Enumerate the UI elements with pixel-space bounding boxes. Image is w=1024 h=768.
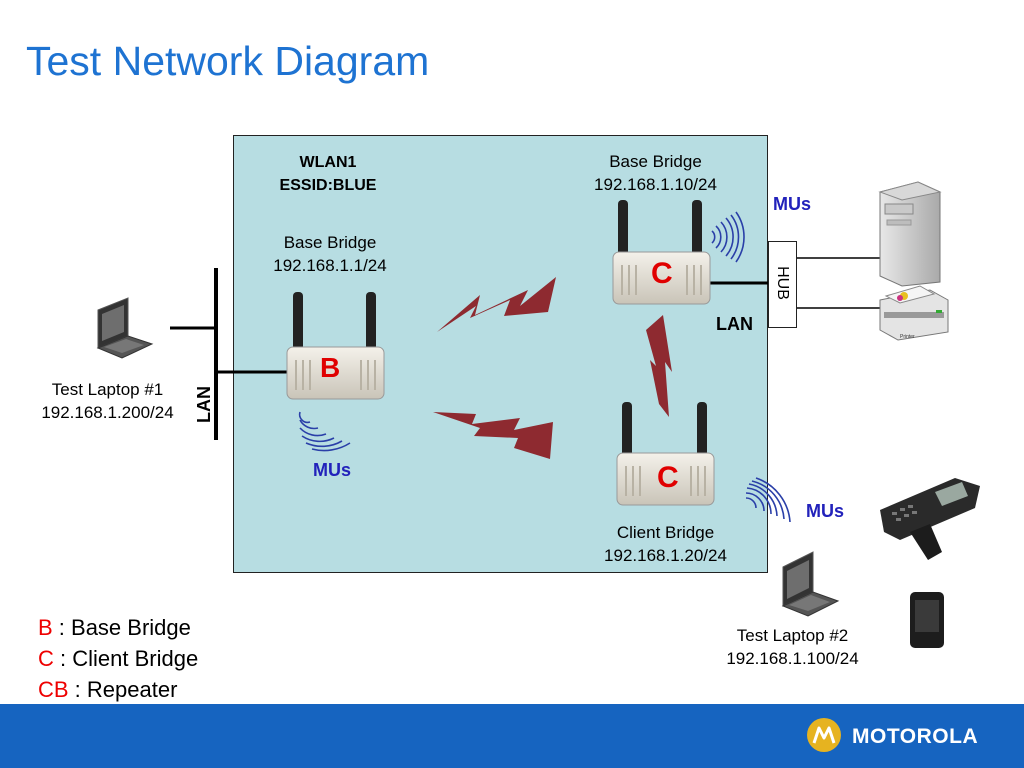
lan-label-vertical: LAN: [194, 386, 214, 423]
bridge-ip: 192.168.1.1/24: [273, 256, 387, 275]
server-icon: [878, 181, 942, 287]
bridge-ip: 192.168.1.10/24: [594, 175, 717, 194]
wireless-link-bolt: [433, 277, 672, 459]
hub-label: HUB: [774, 266, 791, 300]
wlan-name: WLAN1: [299, 154, 357, 171]
legend-text: : Base Bridge: [52, 615, 191, 640]
motorola-logo-icon: [807, 718, 841, 752]
lan-label: LAN: [716, 314, 753, 334]
legend-key: CB: [38, 677, 69, 702]
base-bridge-right-label: Base Bridge 192.168.1.10/24: [578, 150, 733, 196]
base-bridge-c-device: [612, 200, 711, 305]
radio-wave-icon: [298, 411, 351, 452]
mus-label: MUs: [806, 501, 845, 521]
laptop-2-label: Test Laptop #2 192.168.1.100/24: [705, 624, 880, 670]
page-title: Test Network Diagram: [26, 38, 430, 84]
pda-icon: [910, 592, 944, 648]
bridge-ip: 192.168.1.20/24: [604, 546, 727, 565]
legend-item-repeater: CB : Repeater: [38, 674, 198, 705]
brand-name: MOTOROLA: [852, 725, 979, 748]
wlan-essid: ESSID:BLUE: [279, 177, 377, 194]
bridge-name: Client Bridge: [616, 523, 715, 542]
mus-label: MUs: [313, 460, 352, 480]
legend-key: B: [38, 615, 53, 640]
client-bridge-label: Client Bridge 192.168.1.20/24: [588, 521, 743, 567]
footer-bar: [0, 704, 1024, 768]
mus-label: MUs: [773, 194, 812, 214]
legend-text: : Repeater: [68, 677, 178, 702]
lan-link-right: [708, 257, 882, 309]
lan-bus-left: [170, 268, 288, 440]
laptop-ip: 192.168.1.200/24: [41, 403, 174, 422]
client-bridge-c-letter: C: [657, 461, 679, 494]
radio-wave-icon: [745, 477, 791, 523]
wlan-label: WLAN1 ESSID:BLUE: [258, 151, 398, 197]
hub-box: HUB: [768, 241, 797, 328]
laptop-name: Test Laptop #2: [736, 626, 849, 645]
base-bridge-left-label: Base Bridge 192.168.1.1/24: [255, 231, 405, 277]
handheld-scanner-icon: [880, 478, 980, 560]
printer-label: Printer: [900, 334, 915, 340]
laptop-ip: 192.168.1.100/24: [726, 649, 859, 668]
base-bridge-b-letter: B: [320, 352, 341, 383]
laptop-name: Test Laptop #1: [51, 380, 164, 399]
laptop-icon: [781, 551, 840, 617]
printer-icon: Printer: [879, 285, 949, 341]
base-bridge-c-letter: C: [651, 257, 673, 290]
bridge-name: Base Bridge: [609, 152, 702, 171]
legend-key: C: [38, 646, 54, 671]
legend-item-base-bridge: B : Base Bridge: [38, 612, 198, 643]
legend-item-client-bridge: C : Client Bridge: [38, 643, 198, 674]
bridge-name: Base Bridge: [283, 233, 377, 252]
legend-text: : Client Bridge: [53, 646, 199, 671]
base-bridge-b-device: [286, 292, 385, 400]
radio-wave-icon: [711, 211, 745, 263]
laptop-icon: [96, 297, 154, 359]
legend: B : Base Bridge C : Client Bridge CB : R…: [38, 612, 198, 705]
laptop-1-label: Test Laptop #1 192.168.1.200/24: [20, 378, 195, 424]
client-bridge-c-device: [616, 402, 715, 506]
